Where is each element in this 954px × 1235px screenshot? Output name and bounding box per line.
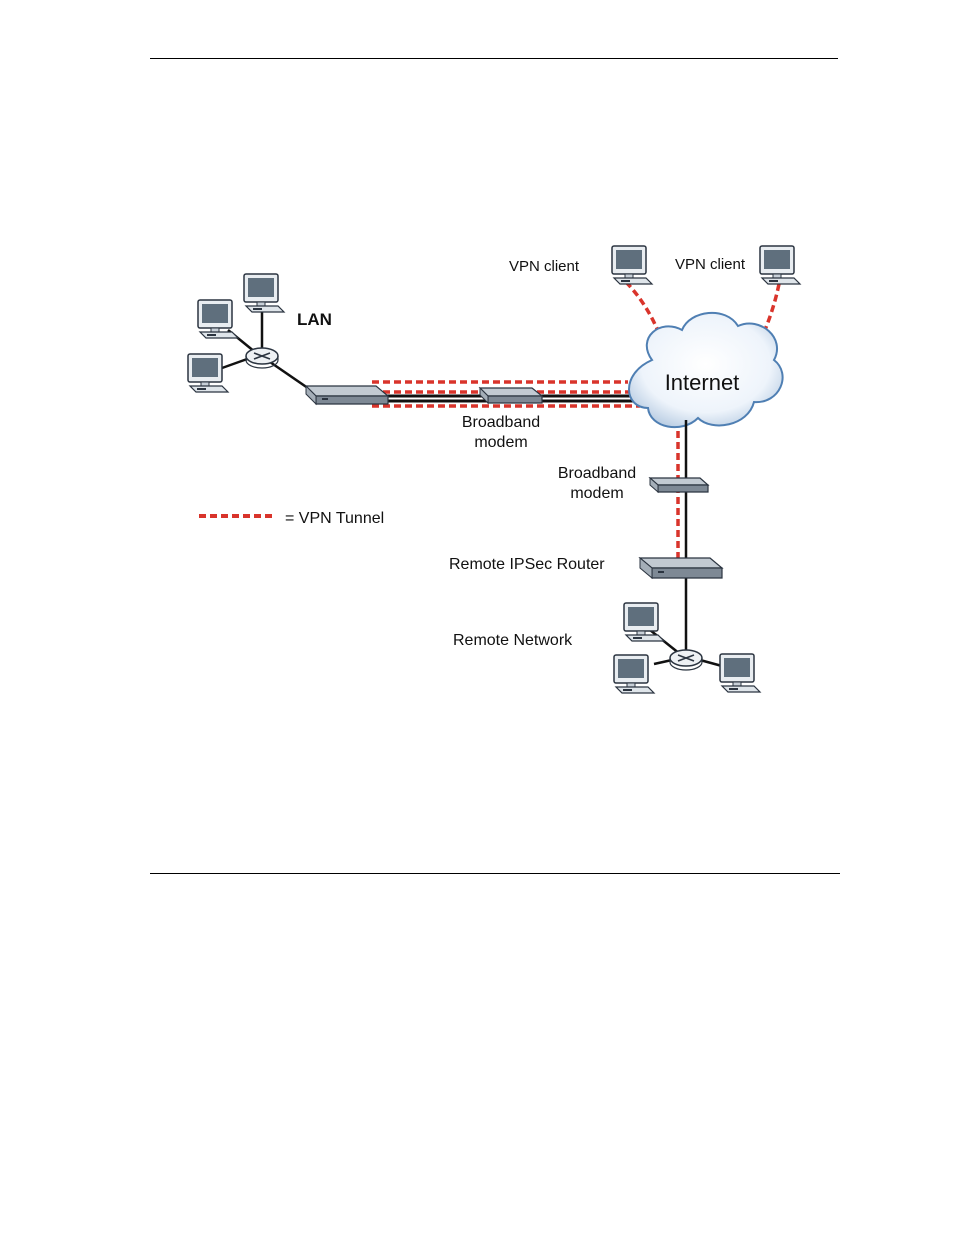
vpn-client-1-computer-icon xyxy=(612,246,652,284)
lan-computer-left-icon xyxy=(188,354,228,392)
remote-computer-left-icon xyxy=(614,655,654,693)
lan-computer-top-icon xyxy=(244,274,284,312)
broadband-modem-1-label-line2: modem xyxy=(474,434,527,451)
remote-ipsec-router-device xyxy=(640,558,722,578)
lan-router-device xyxy=(306,386,388,404)
vpn-client-2-label: VPN client xyxy=(675,256,746,273)
remote-computer-top-icon xyxy=(624,603,664,641)
internet-label: Internet xyxy=(665,370,740,395)
broadband-modem-1-label-line1: Broadband xyxy=(462,414,540,431)
broadband-modem-2-label-line1: Broadband xyxy=(558,465,636,482)
vpn-client-1-label: VPN client xyxy=(509,258,580,275)
remote-router-label: Remote IPSec Router xyxy=(449,556,605,573)
vpn-client-2-computer-icon xyxy=(760,246,800,284)
broadband-modem-1-device xyxy=(480,388,542,403)
lan-label: LAN xyxy=(297,310,332,329)
broadband-modem-2-label-line2: modem xyxy=(570,485,623,502)
remote-computer-right-icon xyxy=(720,654,760,692)
lan-computer-middle-icon xyxy=(198,300,238,338)
legend-text: = VPN Tunnel xyxy=(285,510,384,527)
remote-hub-icon xyxy=(670,650,702,670)
broadband-modem-2-device xyxy=(650,478,708,492)
remote-cables xyxy=(650,420,722,666)
remote-network-label: Remote Network xyxy=(453,632,573,649)
